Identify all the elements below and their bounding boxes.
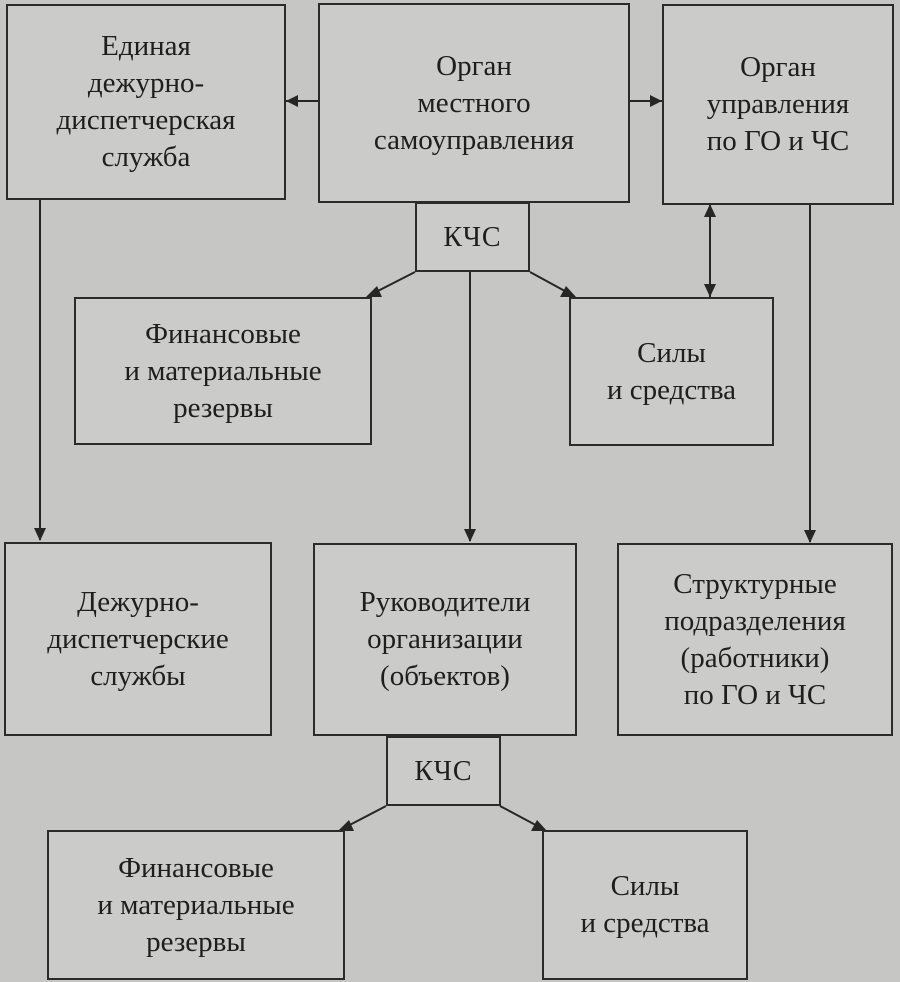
label-financial-reserves-bottom: Финансовые и материальные резервы [97, 851, 295, 958]
arrowhead-to-forces-top-diag [560, 286, 576, 297]
arrowhead-to-go-chs-body-up [704, 204, 716, 217]
label-duty-dispatch-services: Дежурно- диспетчерские службы [47, 585, 229, 692]
arrowhead-to-org-heads [464, 529, 476, 542]
label-go-chs-management-body: Орган управления по ГО и ЧС [706, 51, 850, 157]
arrowhead-to-forces-bottom [531, 820, 547, 831]
box-duty-dispatch-services: Дежурно- диспетчерские службы [4, 542, 272, 736]
label-unified-duty-dispatch-service: Единая дежурно- диспетчерская служба [56, 30, 236, 173]
box-forces-and-means-bottom: Силы и средства [542, 830, 748, 980]
box-go-chs-management-body: Орган управления по ГО и ЧС [662, 4, 894, 205]
label-financial-reserves-top: Финансовые и материальные резервы [124, 317, 322, 424]
box-financial-reserves-top: Финансовые и материальные резервы [74, 297, 372, 445]
box-unified-duty-dispatch-service: Единая дежурно- диспетчерская служба [6, 4, 286, 200]
box-financial-reserves-bottom: Финансовые и материальные резервы [47, 830, 345, 980]
box-forces-and-means-top: Силы и средства [569, 297, 774, 446]
box-structural-units: Структурные подразделения (работники) по… [617, 543, 893, 736]
label-forces-and-means-bottom: Силы и средства [580, 870, 710, 939]
box-organization-heads: Руководители организации (объектов) [313, 543, 577, 736]
box-local-self-government: Орган местного самоуправления [318, 3, 630, 203]
label-structural-units: Структурные подразделения (работники) по… [664, 567, 846, 711]
arrowhead-to-go-chs-body [650, 95, 662, 107]
arrowhead-to-fin-reserves-top [366, 286, 382, 297]
box-kchs-top: КЧС [415, 202, 530, 272]
arrowhead-to-fin-reserves-bottom [338, 820, 354, 831]
label-organization-heads: Руководители организации (объектов) [359, 586, 531, 692]
label-kchs-top: КЧС [443, 221, 502, 253]
arrowhead-to-edds [286, 95, 298, 107]
arrowhead-to-struct-units [804, 530, 816, 543]
box-kchs-bottom: КЧС [386, 736, 501, 806]
label-forces-and-means-top: Силы и средства [606, 336, 737, 406]
arrowhead-to-forces-top [704, 284, 716, 297]
label-local-self-government: Орган местного самоуправления [373, 49, 575, 156]
arrowhead-to-duty-services [34, 528, 46, 541]
label-kchs-bottom: КЧС [414, 755, 473, 787]
